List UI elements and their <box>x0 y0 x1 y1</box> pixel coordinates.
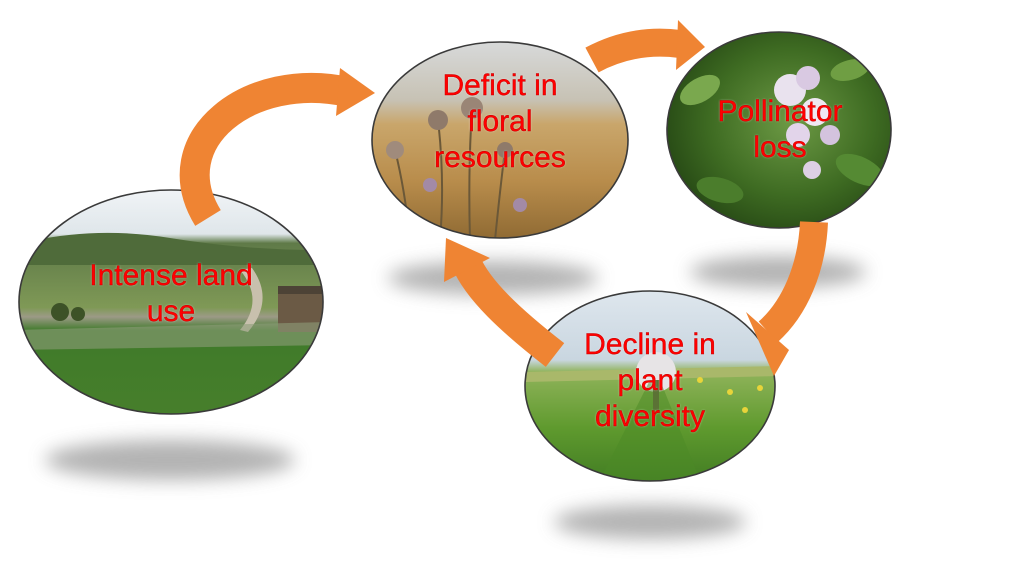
arrow-pollinator-to-decline <box>758 221 828 343</box>
arrow-decline-to-deficit <box>452 255 565 367</box>
node-shadows <box>45 256 866 539</box>
shadow-decline-plant <box>554 505 746 539</box>
node-pollinator-loss <box>666 31 892 229</box>
arrowhead-deficit-to-pollinator <box>676 20 705 70</box>
arrowhead-land-to-deficit <box>336 68 375 116</box>
node-outline-deficit-floral <box>371 41 629 239</box>
arrowhead-decline-to-deficit <box>444 238 490 282</box>
cycle-arrows <box>179 20 828 376</box>
node-intense-land-use <box>18 189 324 415</box>
node-outline-decline-plant <box>524 290 776 482</box>
node-outline-pollinator-loss <box>666 31 892 229</box>
node-outline-intense-land-use <box>18 189 324 415</box>
shadow-intense-land-use <box>45 440 295 480</box>
arrow-land-to-deficit <box>179 72 352 226</box>
node-decline-plant <box>524 290 776 482</box>
arrow-deficit-to-pollinator <box>585 28 682 73</box>
arrowhead-pollinator-to-decline <box>746 312 789 376</box>
node-deficit-floral <box>371 41 629 239</box>
shadow-pollinator-loss <box>690 256 866 288</box>
